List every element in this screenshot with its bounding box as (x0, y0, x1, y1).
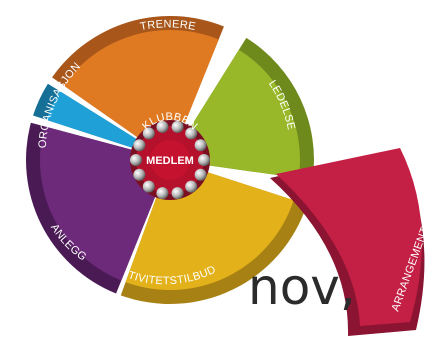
arrangement-segment: ARRANGEMENT (270, 148, 431, 336)
hub-bead (156, 187, 169, 200)
medlem-label: MEDLEM (146, 155, 194, 167)
hub-bead (171, 120, 184, 133)
ledelse-segment: LEDELSE (184, 37, 314, 181)
hub-bead (130, 154, 142, 166)
medlem-hub: KLUBBEN MEDLEM (130, 111, 210, 200)
trenere-segment: TRENERE (52, 16, 224, 144)
hub-bead (133, 139, 146, 152)
hub-bead (194, 168, 207, 181)
hub-bead (185, 180, 198, 193)
hub-bead (198, 154, 210, 166)
hub-bead (185, 127, 198, 140)
hub-bead (171, 187, 184, 200)
hub-bead (142, 127, 155, 140)
caption-fragment: nov, (248, 258, 356, 316)
hub-bead (156, 120, 169, 133)
trenere-label: TRENERE (139, 18, 197, 33)
anlegg-segment: ANLEGG (26, 122, 160, 294)
hub-bead (142, 180, 155, 193)
hub-bead (194, 139, 207, 152)
hub-bead (133, 168, 146, 181)
